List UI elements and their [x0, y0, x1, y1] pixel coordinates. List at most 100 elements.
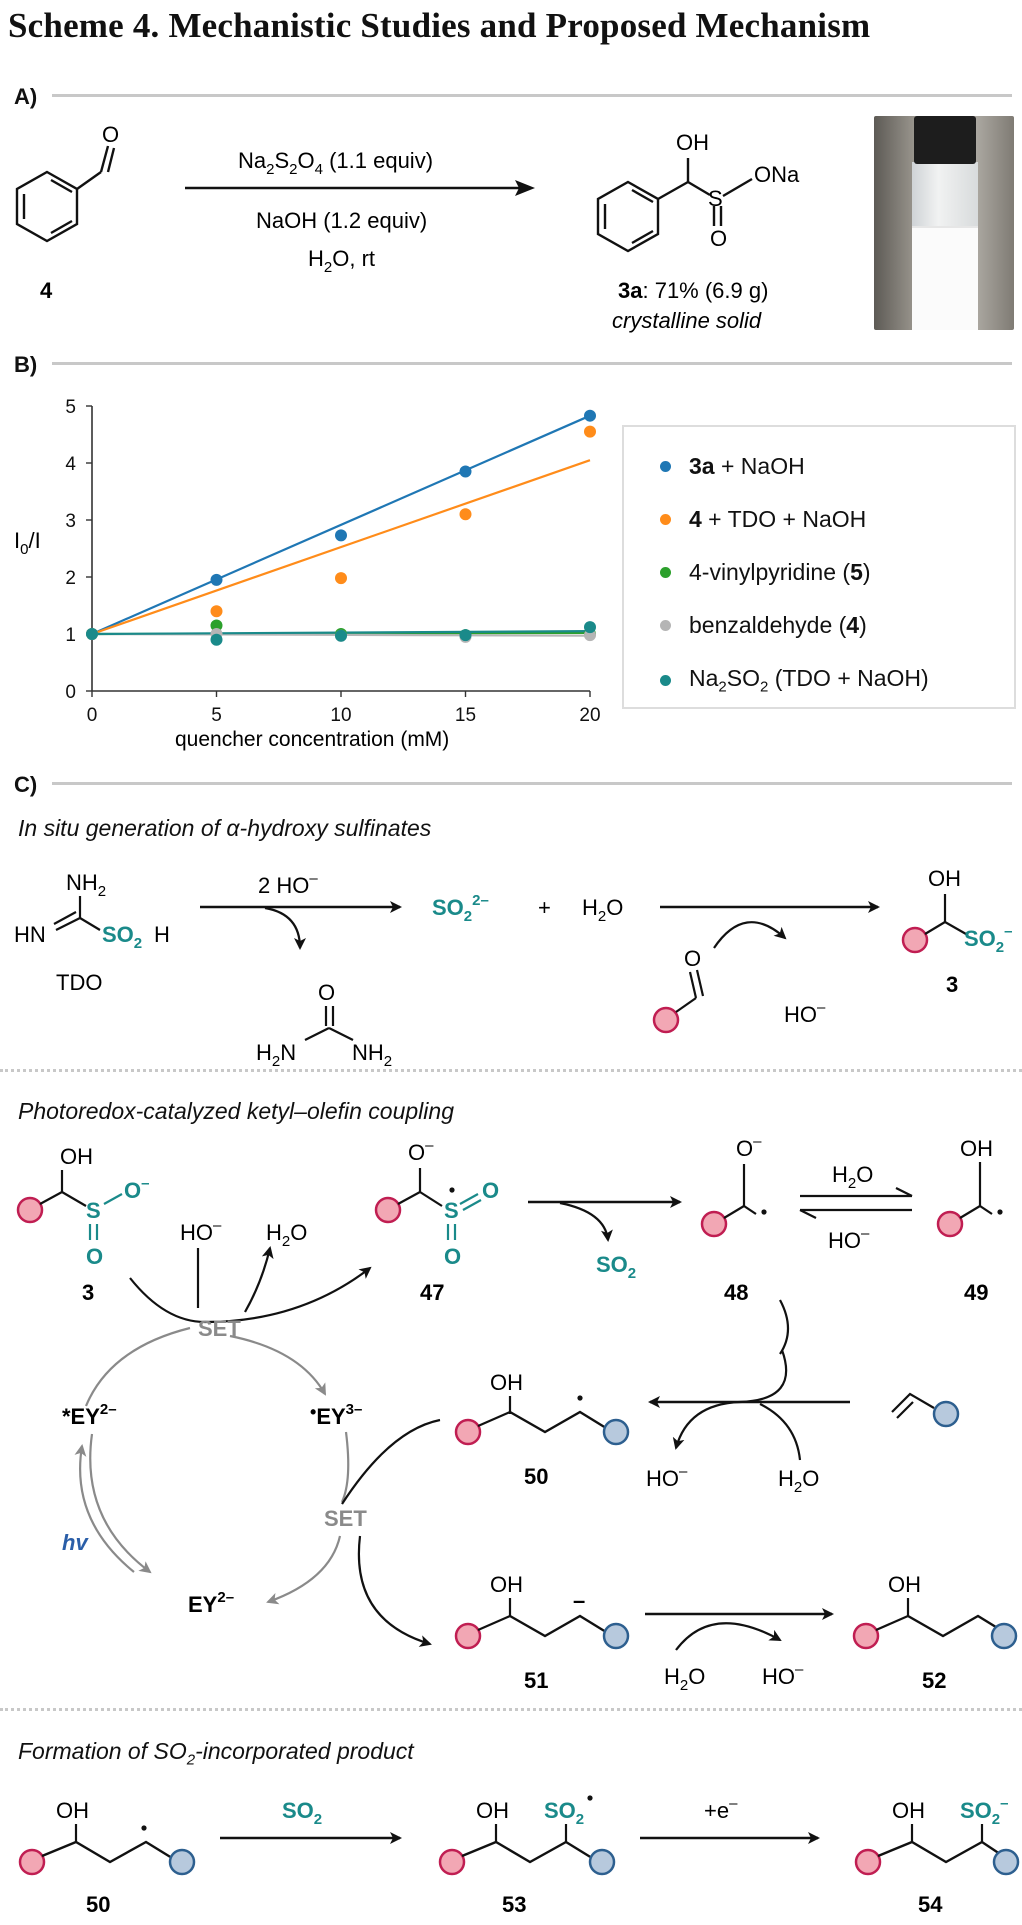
legend-marker	[660, 567, 671, 578]
water-5: H2O	[664, 1664, 705, 1694]
data-point-series-1	[335, 572, 347, 585]
water-1: H2O	[582, 895, 623, 925]
product-vial-photo	[874, 116, 1014, 330]
label-49: 49	[964, 1280, 988, 1305]
c47-o2: O	[444, 1244, 461, 1269]
c47-s: S	[444, 1198, 459, 1223]
chart-xlabel: quencher concentration (mM)	[175, 728, 449, 751]
y-tick-label: 1	[65, 625, 76, 646]
section-c-label: C)	[14, 772, 38, 797]
legend-item-benzaldehyde: benzaldehyde (4)	[660, 612, 867, 639]
label-54: 54	[918, 1892, 943, 1917]
data-point-series-0	[335, 529, 347, 542]
label-50-mech: 50	[524, 1464, 548, 1489]
so2-released: SO2	[596, 1252, 636, 1282]
ey-radical-anion: •EY3–	[310, 1401, 362, 1429]
product-3a-structure	[596, 158, 753, 253]
hydroxide-4: HO–	[646, 1463, 688, 1491]
subheading-so2-incorporation: Formation of SO2-incorporated product	[18, 1738, 414, 1769]
y-tick-label: 5	[65, 397, 76, 418]
data-point-series-4	[210, 633, 223, 646]
substituent-r1-circle	[936, 1210, 964, 1238]
subheading-photoredox: Photoredox-catalyzed ketyl–olefin coupli…	[18, 1098, 454, 1124]
c47-o1: O	[482, 1178, 499, 1203]
hydroxide-2: HO–	[180, 1217, 222, 1245]
substituent-r2-circle	[992, 1848, 1020, 1876]
legend-item-4-tdo: 4 + TDO + NaOH	[660, 506, 866, 533]
substituent-r2-circle	[602, 1622, 630, 1650]
section-c-rule	[52, 782, 1012, 785]
product-3-so2: SO2–	[964, 923, 1012, 956]
substituent-r2-circle	[602, 1418, 630, 1446]
x-tick-label: 10	[330, 705, 351, 726]
subheading-in-situ: In situ generation of α-hydroxy sulfinat…	[18, 815, 432, 841]
substituent-r2-circle	[990, 1622, 1018, 1650]
c53-so2: SO2	[544, 1798, 584, 1828]
benzaldehyde-structure	[15, 145, 116, 243]
product-state: crystalline solid	[612, 308, 762, 333]
photoredox-scheme: OH S O– O 3 HO– H2O SET O– S O O 47	[16, 1133, 1018, 1694]
part-a-scheme: O 4 Na2S2O4 (1.1 equiv) NaOH (1.2 equiv)…	[15, 122, 800, 333]
product-s: S	[708, 186, 723, 211]
y-tick-label: 3	[65, 511, 76, 532]
data-point-series-1	[459, 508, 472, 521]
section-a-label: A)	[14, 84, 38, 109]
section-b-rule	[52, 362, 1012, 365]
product-yield-line: 3a: 71% (6.9 g)	[618, 278, 768, 303]
c3-o: O	[86, 1244, 103, 1269]
electron-addition: +e–	[704, 1795, 738, 1823]
urea-nh2: NH2	[352, 1040, 392, 1070]
data-point-series-1	[210, 605, 223, 618]
divider-2	[0, 1708, 1022, 1711]
substituent-r1-circle	[454, 1622, 482, 1650]
data-point-series-4	[86, 628, 98, 640]
label-48: 48	[724, 1280, 748, 1305]
substituent-r1-circle	[438, 1848, 466, 1876]
data-point-series-0	[584, 409, 596, 422]
hydroxide-5: HO–	[762, 1661, 804, 1689]
y-tick-label: 0	[65, 682, 76, 703]
hv-label: hv	[62, 1530, 89, 1555]
so2-reagent: SO2	[282, 1798, 322, 1828]
hydroxide-3: HO–	[828, 1225, 870, 1253]
chart-legend: 3a + NaOH 4 + TDO + NaOH 4-vinylpyridine…	[622, 425, 1016, 709]
in-situ-scheme: NH2 HN SO2 H TDO 2 HO– O H2N NH2 SO22– +…	[14, 866, 1012, 1070]
product-ona: ONa	[754, 162, 800, 187]
label-3-mech: 3	[82, 1280, 94, 1305]
label-51: 51	[524, 1668, 548, 1693]
urea-h2n: H2N	[256, 1040, 296, 1070]
tdo-label: TDO	[56, 970, 102, 995]
x-tick-label: 15	[455, 705, 476, 726]
c3-o-minus: O–	[124, 1175, 149, 1203]
reagent-naoh: NaOH (1.2 equiv)	[256, 208, 427, 233]
tdo-nh2: NH2	[66, 870, 106, 900]
substituent-r2-circle	[932, 1400, 960, 1428]
data-point-series-1	[584, 425, 596, 438]
label-47: 47	[420, 1280, 444, 1305]
divider-1	[0, 1069, 1022, 1072]
legend-marker	[660, 620, 671, 631]
section-a-rule	[52, 94, 1012, 97]
c51-oh: OH	[490, 1572, 523, 1597]
c51-minus: –	[573, 1588, 585, 1613]
label-52: 52	[922, 1668, 946, 1693]
product-o: O	[710, 226, 727, 251]
c54-so2: SO2–	[960, 1795, 1008, 1828]
label-53: 53	[502, 1892, 526, 1917]
data-point-series-0	[459, 465, 472, 478]
c48-o-minus: O–	[736, 1133, 762, 1161]
water-2: H2O	[266, 1220, 307, 1250]
tdo-so2: SO2	[102, 922, 142, 952]
c3-oh: OH	[60, 1144, 93, 1169]
y-tick-label: 4	[65, 454, 76, 475]
c50-oh: OH	[490, 1370, 523, 1395]
legend-item-vinylpyridine: 4-vinylpyridine (5)	[660, 559, 871, 586]
fit-line-series-1	[91, 459, 591, 636]
legend-marker	[660, 461, 671, 472]
substituent-r1-circle	[652, 1006, 680, 1034]
data-point-series-4	[459, 629, 472, 642]
substituent-r1-circle	[700, 1210, 728, 1238]
c54-oh: OH	[892, 1798, 925, 1823]
